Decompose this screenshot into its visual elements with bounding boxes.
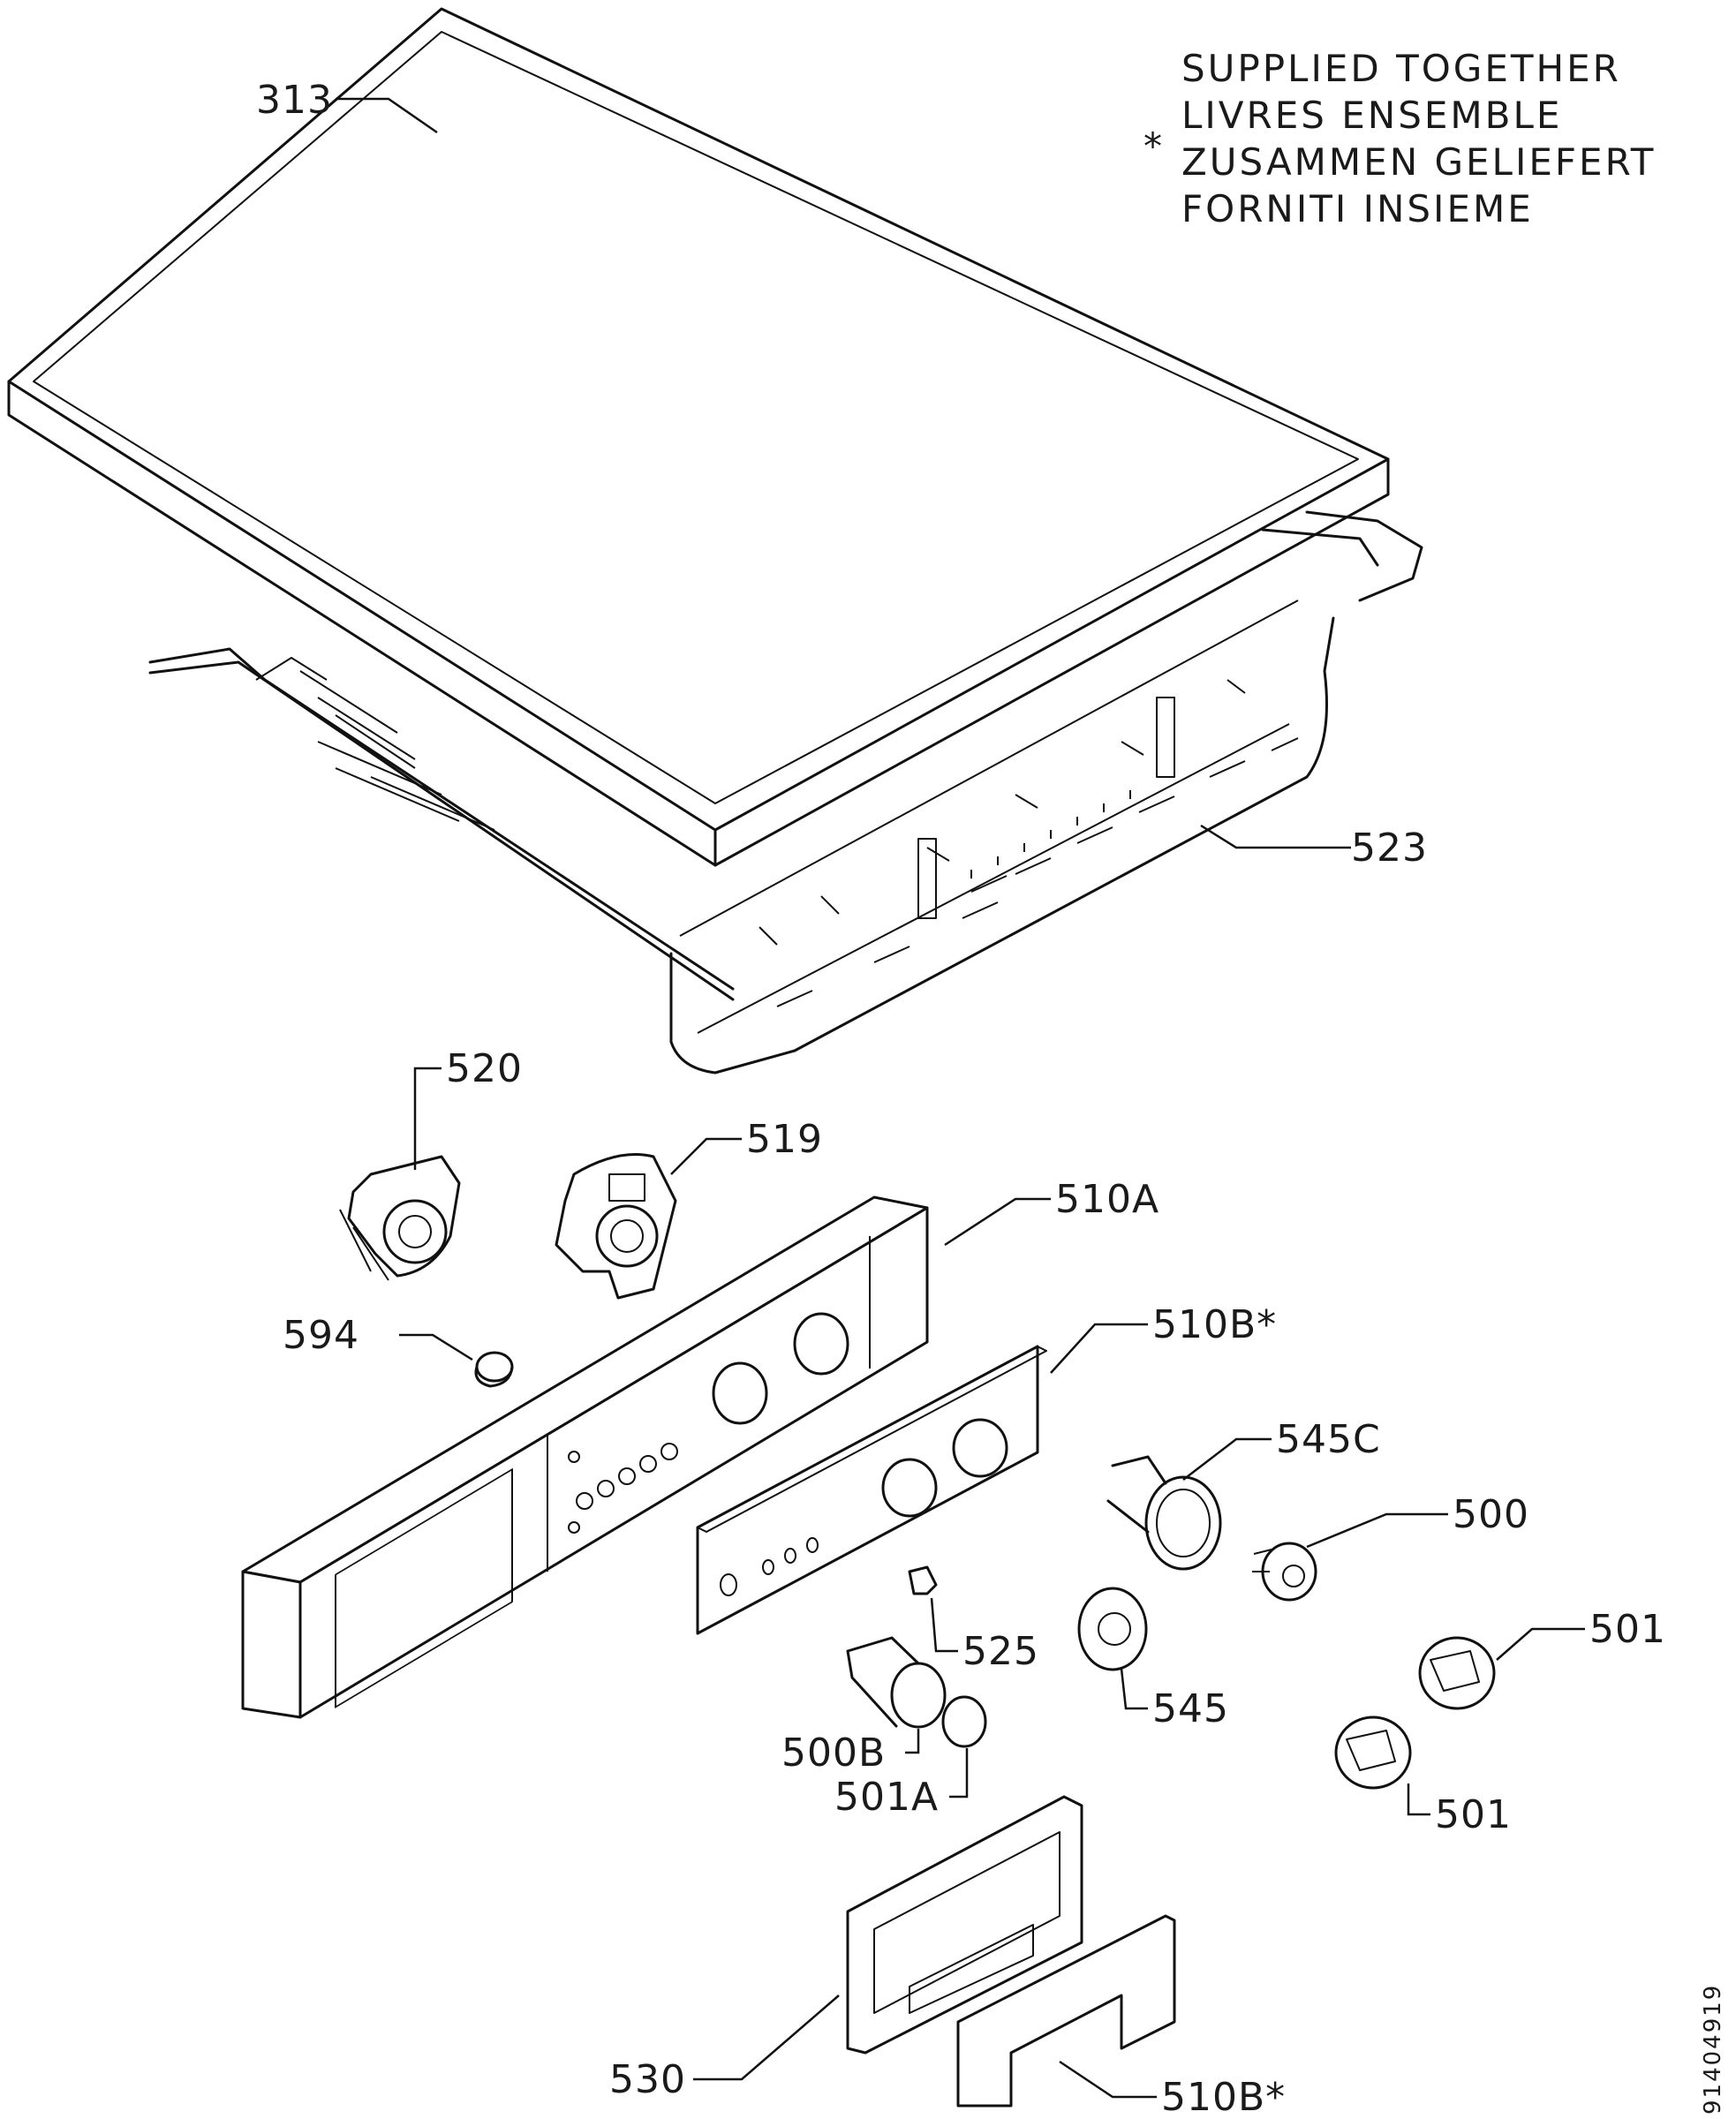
label-313: 313 (256, 78, 333, 123)
label-510B-bottom: 510B* (1161, 2075, 1286, 2119)
part-510B-handle-cover (956, 1914, 1176, 2108)
label-525: 525 (962, 1629, 1039, 1674)
supplied-together-note: * SUPPLIED TOGETHER LIVRES ENSEMBLE ZUSA… (1143, 47, 1656, 230)
part-545-knob (1077, 1587, 1148, 1671)
label-530: 530 (609, 2057, 686, 2102)
part-594-button (474, 1351, 514, 1388)
part-520-selector (339, 1155, 461, 1281)
label-510B-top: 510B* (1152, 1302, 1277, 1347)
label-594: 594 (283, 1313, 359, 1358)
drawing-number: 91404919 (1700, 1984, 1726, 2115)
label-520: 520 (446, 1046, 523, 1091)
part-545C-knob-housing (1106, 1455, 1222, 1571)
part-500B-push-button (846, 1636, 947, 1729)
part-523-panel-frame (148, 510, 1423, 1075)
note-line-4: FORNITI INSIEME (1181, 187, 1534, 230)
part-labels: 313 523 520 519 510A 594 510B* 545C 500 … (256, 78, 1666, 2119)
part-501A-cap (941, 1695, 987, 1748)
label-510A: 510A (1055, 1177, 1159, 1222)
part-525-pin (908, 1565, 938, 1595)
label-545: 545 (1152, 1686, 1229, 1731)
note-line-1: SUPPLIED TOGETHER (1181, 47, 1621, 90)
label-519: 519 (746, 1117, 823, 1162)
label-545C: 545C (1276, 1417, 1381, 1462)
label-500B: 500B (781, 1731, 886, 1776)
note-asterisk: * (1143, 124, 1165, 168)
part-510B-decor-panel (696, 1345, 1047, 1635)
part-510A-fascia (241, 1195, 929, 1719)
part-519-bracket (555, 1153, 677, 1300)
label-501A: 501A (834, 1775, 939, 1820)
part-500-knob (1252, 1542, 1317, 1602)
leader-lines (336, 97, 1585, 2099)
label-500: 500 (1453, 1492, 1529, 1537)
part-313-top-cover (7, 7, 1390, 867)
note-line-3: ZUSAMMEN GELIEFERT (1181, 140, 1656, 184)
note-line-2: LIVRES ENSEMBLE (1181, 94, 1562, 137)
part-530-handle (846, 1795, 1083, 2055)
label-523: 523 (1351, 826, 1428, 871)
part-501-knob-left (1334, 1716, 1412, 1790)
part-501-knob-right (1418, 1636, 1496, 1710)
label-501-left: 501 (1435, 1792, 1512, 1837)
label-501-right: 501 (1589, 1607, 1666, 1652)
